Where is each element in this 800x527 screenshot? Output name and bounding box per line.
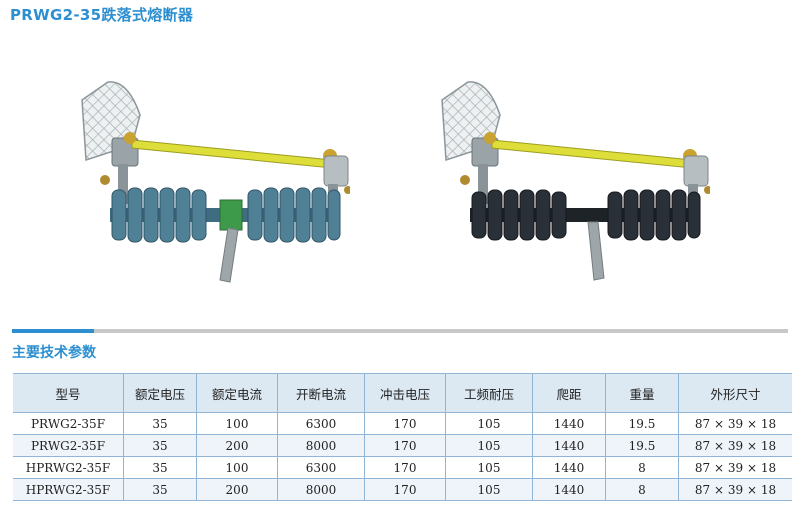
column-header: 外形尺寸 xyxy=(678,373,792,413)
product-image-prwg2 xyxy=(81,81,350,283)
cell-model: HPRWG2-35F xyxy=(13,478,124,501)
cell-rated-current: 100 xyxy=(196,456,278,479)
column-header: 额定电流 xyxy=(196,373,278,413)
cell-impulse-voltage: 170 xyxy=(364,412,446,435)
cell-dimensions: 87 × 39 × 18 xyxy=(678,412,792,435)
cell-weight: 19.5 xyxy=(605,434,679,457)
cell-impulse-voltage: 170 xyxy=(364,456,446,479)
cell-rated-current: 200 xyxy=(196,434,278,457)
column-header: 开断电流 xyxy=(277,373,365,413)
section-divider xyxy=(12,329,788,333)
spec-table: 型号 额定电压 额定电流 开断电流 冲击电压 工频耐压 爬距 重量 外形尺寸 P… xyxy=(13,373,792,501)
cell-breaking-current: 6300 xyxy=(277,456,365,479)
column-header: 型号 xyxy=(13,373,124,413)
cell-power-frequency-voltage: 105 xyxy=(445,478,533,501)
cell-breaking-current: 6300 xyxy=(277,412,365,435)
cell-rated-current: 100 xyxy=(196,412,278,435)
table-row: PRWG2-35F 35 100 6300 170 105 1440 19.5 … xyxy=(13,412,792,435)
cell-dimensions: 87 × 39 × 18 xyxy=(678,434,792,457)
cell-breaking-current: 8000 xyxy=(277,478,365,501)
cell-power-frequency-voltage: 105 xyxy=(445,434,533,457)
cell-impulse-voltage: 170 xyxy=(364,434,446,457)
cell-dimensions: 87 × 39 × 18 xyxy=(678,478,792,501)
cell-model: PRWG2-35F xyxy=(13,412,124,435)
column-header: 重量 xyxy=(605,373,679,413)
cell-creepage: 1440 xyxy=(532,456,606,479)
table-header-row: 型号 额定电压 额定电流 开断电流 冲击电压 工频耐压 爬距 重量 外形尺寸 xyxy=(13,373,792,413)
cell-power-frequency-voltage: 105 xyxy=(445,456,533,479)
cell-rated-voltage: 35 xyxy=(123,478,197,501)
cell-weight: 19.5 xyxy=(605,412,679,435)
column-header: 冲击电压 xyxy=(364,373,446,413)
cell-weight: 8 xyxy=(605,456,679,479)
cell-rated-voltage: 35 xyxy=(123,434,197,457)
cell-model: PRWG2-35F xyxy=(13,434,124,457)
table-row: PRWG2-35F 35 200 8000 170 105 1440 19.5 … xyxy=(13,434,792,457)
cell-rated-voltage: 35 xyxy=(123,412,197,435)
cell-dimensions: 87 × 39 × 18 xyxy=(678,456,792,479)
column-header: 爬距 xyxy=(532,373,606,413)
cell-weight: 8 xyxy=(605,478,679,501)
cell-rated-current: 200 xyxy=(196,478,278,501)
cell-creepage: 1440 xyxy=(532,478,606,501)
table-row: HPRWG2-35F 35 200 8000 170 105 1440 8 87… xyxy=(13,478,792,501)
page-title: PRWG2-35跌落式熔断器 xyxy=(10,6,194,24)
cell-power-frequency-voltage: 105 xyxy=(445,412,533,435)
section-title: 主要技术参数 xyxy=(12,345,96,361)
table-row: HPRWG2-35F 35 100 6300 170 105 1440 8 87… xyxy=(13,456,792,479)
cell-creepage: 1440 xyxy=(532,434,606,457)
cell-impulse-voltage: 170 xyxy=(364,478,446,501)
section-divider-accent xyxy=(12,329,94,333)
column-header: 工频耐压 xyxy=(445,373,533,413)
cell-model: HPRWG2-35F xyxy=(13,456,124,479)
column-header: 额定电压 xyxy=(123,373,197,413)
cell-rated-voltage: 35 xyxy=(123,456,197,479)
cell-breaking-current: 8000 xyxy=(277,434,365,457)
cell-creepage: 1440 xyxy=(532,412,606,435)
product-image-hprwg2 xyxy=(441,81,710,281)
